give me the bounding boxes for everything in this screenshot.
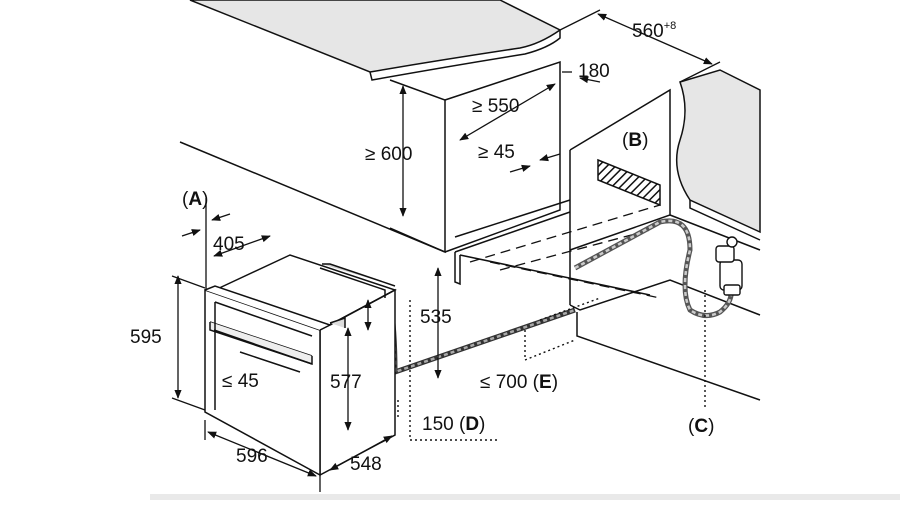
- dim-550: ≥ 550: [472, 96, 519, 117]
- dim-180: 180: [578, 61, 610, 82]
- dim-45-oven: ≤ 45: [222, 371, 259, 392]
- water-valve-icon: [715, 236, 743, 296]
- dim-548: 548: [350, 454, 382, 475]
- power-cable: [387, 218, 734, 376]
- dim-595: 595: [130, 327, 162, 348]
- oven: [204, 254, 397, 477]
- dim-45-top: ≥ 45: [478, 142, 515, 163]
- dim-596: 596: [236, 446, 268, 467]
- dim-535: 535: [420, 307, 452, 328]
- vent-b: [597, 158, 661, 207]
- countertop-right: [675, 69, 761, 241]
- dim-600: ≥ 600: [365, 144, 412, 165]
- dimension-lines: [171, 9, 721, 492]
- countertop-left: [189, 0, 562, 81]
- dim-577: 577: [330, 372, 362, 393]
- label-d: 150 (D): [422, 414, 485, 435]
- label-e: ≤ 700 (E): [480, 372, 558, 393]
- label-a: (A): [182, 189, 208, 210]
- dotted-lines: [397, 290, 706, 441]
- label-b: (B): [622, 130, 648, 151]
- cabinet-left-wall: [179, 60, 561, 286]
- hidden-lines: [469, 204, 661, 299]
- dim-405: 405: [213, 234, 245, 255]
- niche-floor: [454, 88, 761, 401]
- dim-560: 560+8: [632, 20, 676, 42]
- label-c: (C): [688, 416, 714, 437]
- bottom-divider: [150, 494, 900, 500]
